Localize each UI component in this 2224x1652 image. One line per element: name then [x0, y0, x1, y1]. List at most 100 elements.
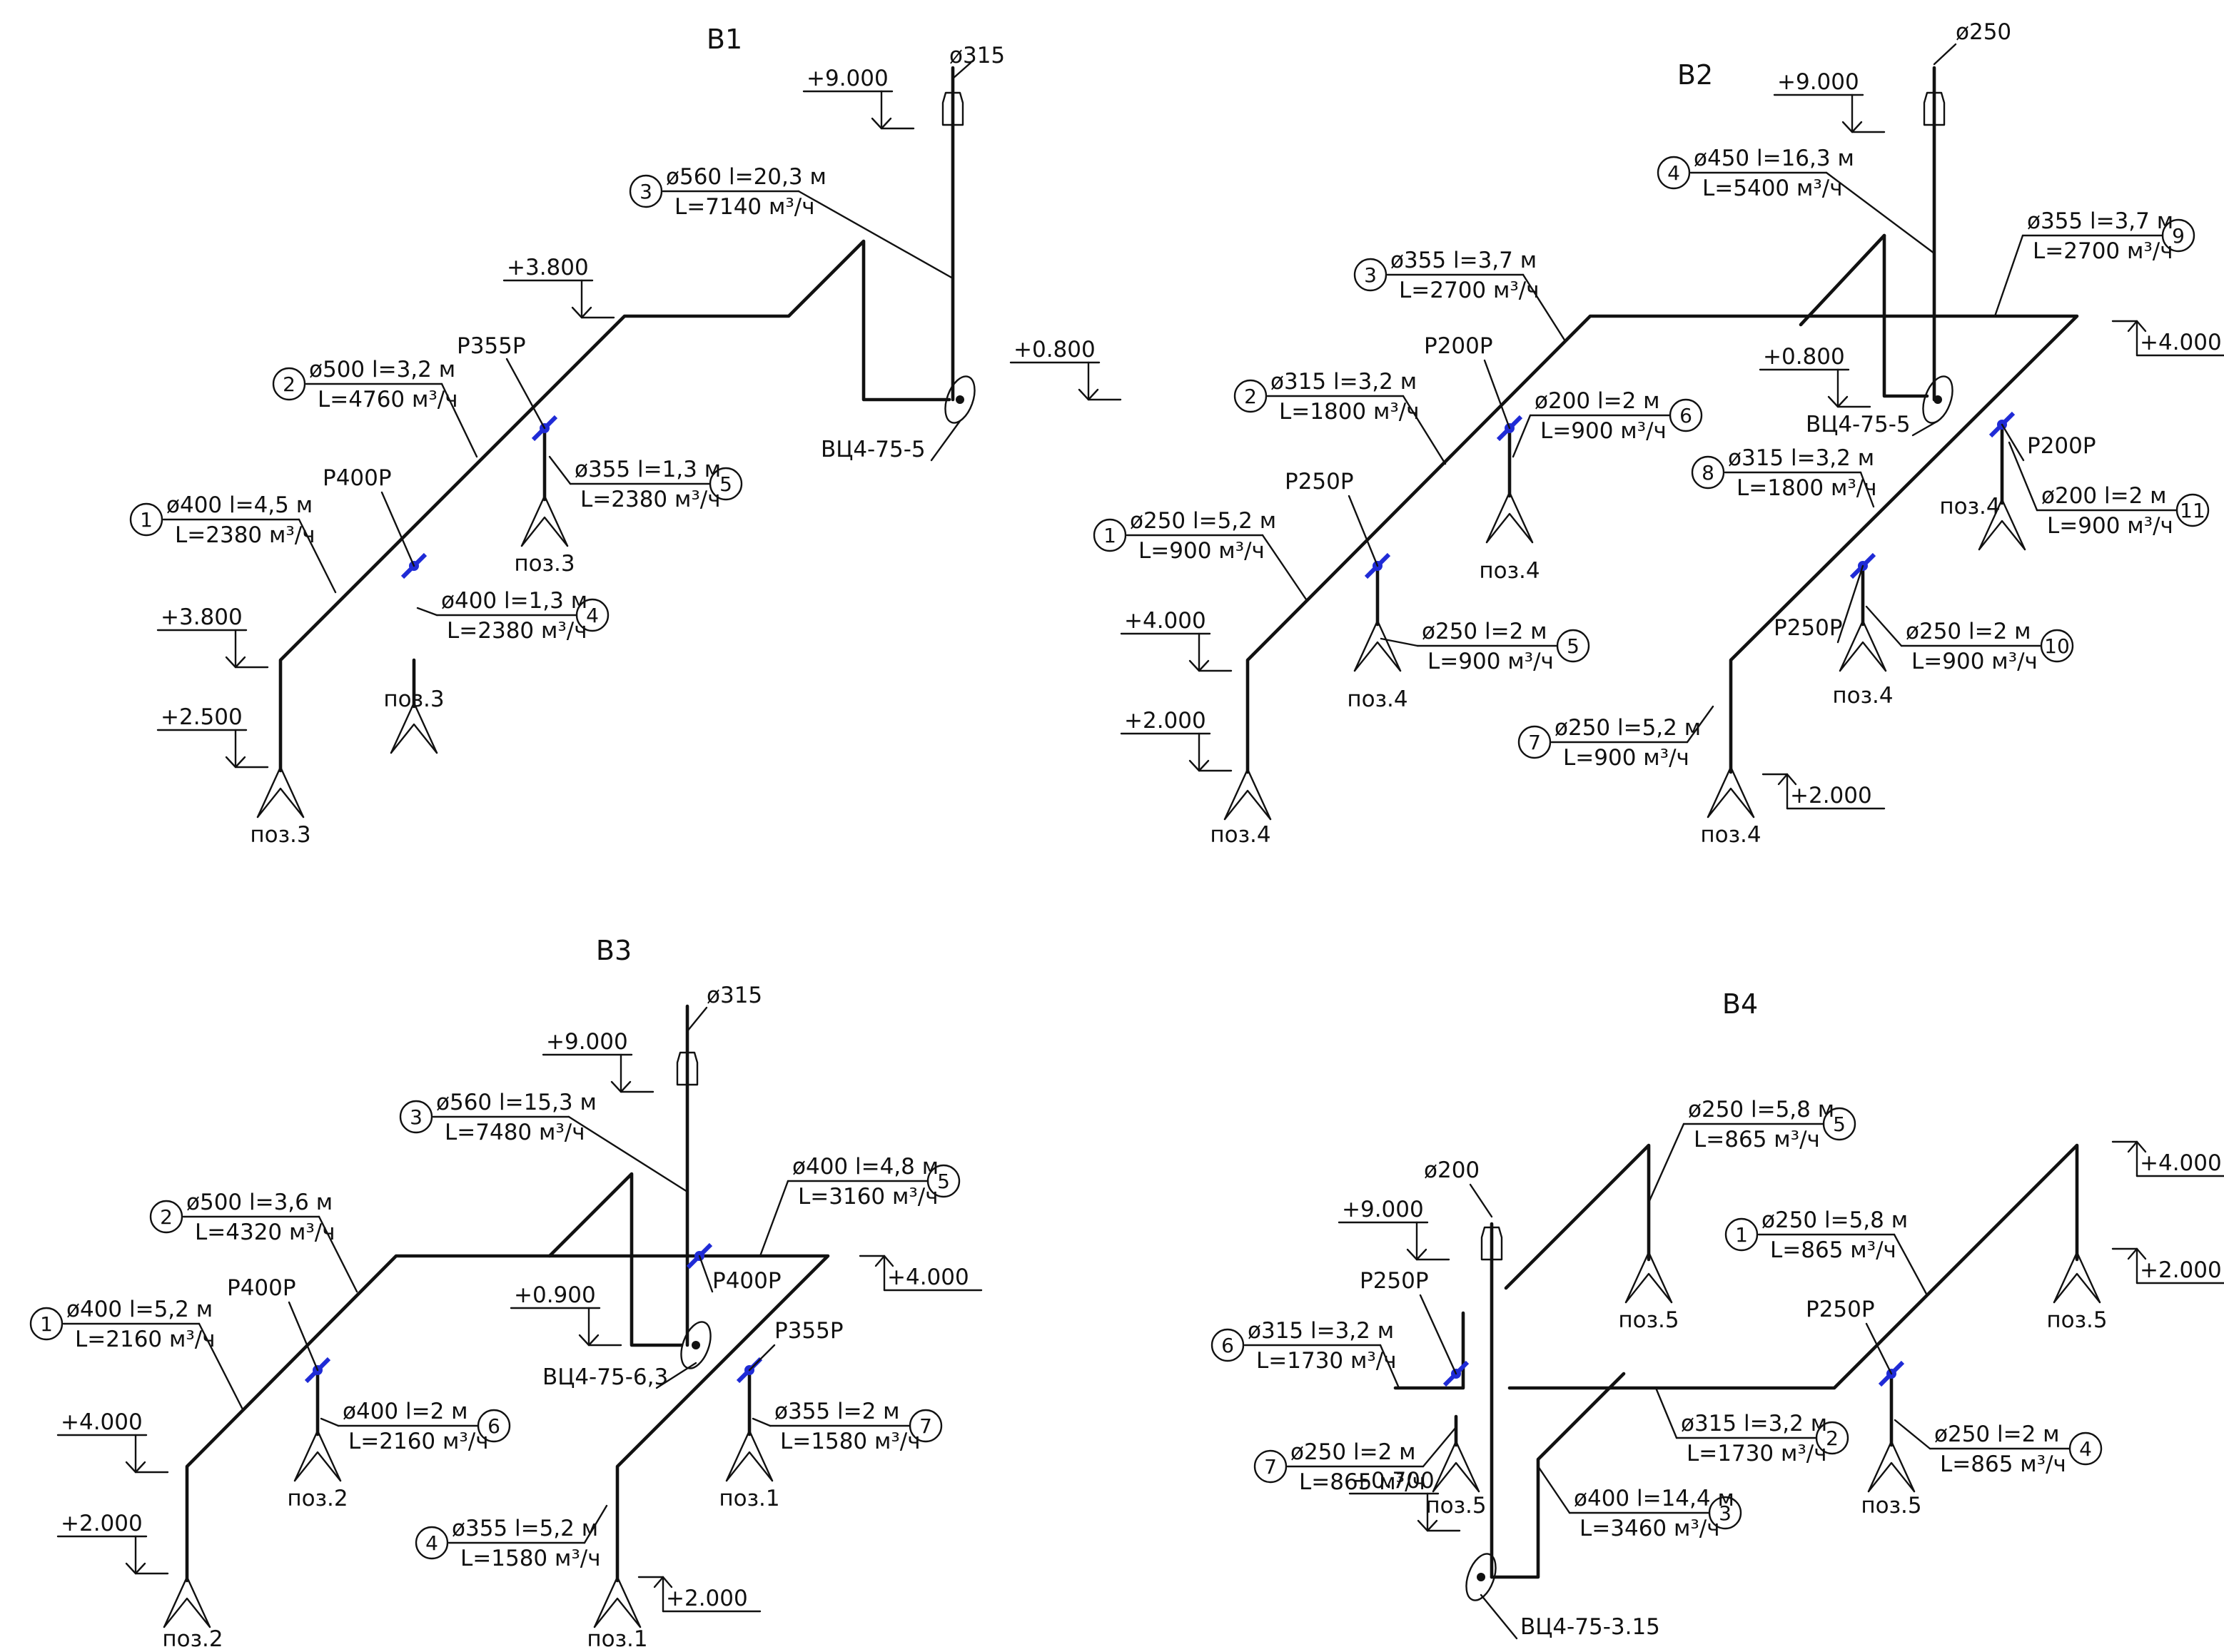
- air-flow-label: L=3460 м³/ч: [1579, 1516, 1720, 1541]
- air-flow-label: L=1730 м³/ч: [1687, 1441, 1827, 1466]
- leader-line: [1933, 43, 1957, 66]
- fan-icon: [944, 375, 976, 424]
- position-ref: поз.2: [162, 1626, 223, 1652]
- outlet-grille-icon: [1978, 520, 2026, 551]
- outlet-grille-icon: [1432, 1461, 1480, 1493]
- position-number: 5: [937, 1170, 950, 1193]
- outlet-grille-icon: [1353, 641, 1402, 672]
- duct-diameter-label: ø400 l=5,2 м: [66, 1297, 213, 1322]
- leader-line: [748, 1344, 776, 1372]
- position-ref: поз.5: [1425, 1493, 1486, 1519]
- position-ref: поз.3: [250, 822, 310, 848]
- position-number: 2: [1244, 385, 1257, 408]
- damper-label: Р250Р: [1774, 615, 1843, 641]
- position-ref: поз.4: [1210, 822, 1270, 848]
- duct-diameter-label: ø450 l=16,3 м: [1694, 146, 1854, 171]
- leader-line: [686, 1006, 708, 1033]
- air-flow-label: L=865 м³/ч: [1299, 1469, 1425, 1495]
- position-circle: [1657, 156, 1691, 190]
- outlet-grille-icon: [1839, 641, 1887, 672]
- position-circle: [629, 174, 663, 208]
- leader-line: [1469, 1183, 1493, 1218]
- outlet-grille-icon: [390, 723, 438, 754]
- position-circle: [926, 1164, 961, 1198]
- air-flow-label: L=4760 м³/ч: [318, 387, 458, 412]
- exhaust-cap-icon: [676, 1051, 699, 1086]
- air-flow-label: L=5400 м³/ч: [1702, 176, 1843, 201]
- outlet-grille-icon: [520, 516, 569, 547]
- elevation-mark: +9.000: [1342, 1197, 1424, 1222]
- elevation-mark: +9.000: [807, 66, 889, 91]
- position-ref: поз.5: [1861, 1493, 1921, 1519]
- elevation-mark: +2.000: [666, 1586, 748, 1611]
- damper-label: Р355Р: [457, 333, 526, 359]
- duct-diameter-label: ø200 l=2 м: [1535, 388, 1660, 414]
- leader-line: [752, 1417, 772, 1427]
- air-flow-label: L=1580 м³/ч: [460, 1546, 601, 1571]
- duct-diameter-label: ø355 l=2 м: [774, 1399, 900, 1424]
- exhaust-cap-icon: [1480, 1226, 1503, 1261]
- position-ref: поз.4: [1700, 822, 1761, 848]
- position-circle: [2068, 1431, 2103, 1466]
- leader-line: [440, 382, 478, 458]
- air-flow-label: L=1800 м³/ч: [1737, 475, 1877, 501]
- leader-line: [567, 1115, 689, 1193]
- duct-segment: [1507, 1143, 2079, 1390]
- elevation-mark: +0.900: [514, 1282, 596, 1308]
- outlet-grille-icon: [256, 787, 305, 819]
- main-duct: [1490, 1372, 1626, 1579]
- elevation-mark: +9.000: [1777, 69, 1859, 95]
- elevation-mark: +9.000: [546, 1029, 628, 1055]
- outlet-grille-icon: [256, 766, 305, 819]
- position-number: 2: [283, 373, 295, 396]
- elevation-mark: +4.000: [1124, 608, 1206, 634]
- duct-segment: [547, 1172, 684, 1347]
- elevation-mark: +2.000: [61, 1511, 143, 1536]
- leader-line: [1859, 471, 1875, 508]
- position-ref: поз.4: [1832, 683, 1893, 709]
- leader-line: [2001, 423, 2025, 462]
- leader-line: [1865, 605, 1903, 647]
- duct-diameter-label: ø250 l=5,8 м: [1688, 1097, 1834, 1123]
- outlet-grille-icon: [1707, 766, 1755, 819]
- leader-line: [1686, 705, 1714, 744]
- duct-lines: [29, 43, 2224, 1640]
- main-duct: [278, 239, 951, 773]
- leader-line: [1422, 1426, 1457, 1468]
- air-flow-label: L=2380 м³/ч: [580, 487, 721, 512]
- leader-line: [1348, 495, 1379, 567]
- outlet-grille-icon: [520, 495, 569, 547]
- position-ref: поз.3: [514, 551, 575, 577]
- elevation-mark: +4.000: [2140, 330, 2222, 355]
- leader-line: [416, 607, 438, 617]
- air-flow-label: L=2380 м³/ч: [447, 618, 587, 644]
- position-ref: поз.4: [1479, 558, 1540, 584]
- damper-label: Р400Р: [323, 465, 392, 491]
- position-ref: поз.2: [287, 1486, 348, 1511]
- outlet-grille-icon: [2053, 1272, 2101, 1304]
- position-circle: [477, 1409, 511, 1443]
- outlet-grille-icon: [1223, 768, 1272, 821]
- air-flow-label: L=900 м³/ч: [1540, 418, 1667, 444]
- position-ref: поз.3: [383, 686, 444, 712]
- outlet-grille-icon: [163, 1597, 211, 1628]
- outlet-grille-icon: [390, 701, 438, 754]
- leader-line: [951, 61, 972, 80]
- damper-label: Р250Р: [1285, 469, 1354, 495]
- fan-hub: [1477, 1573, 1485, 1581]
- position-number: 7: [1528, 731, 1541, 754]
- duct-segment: [1393, 1311, 1465, 1390]
- main-duct: [185, 1254, 830, 1583]
- duct-diameter-label: ø400 l=4,5 м: [166, 492, 313, 518]
- position-circle: [1556, 629, 1590, 663]
- elevation-mark: +0.800: [1014, 337, 1096, 363]
- duct-diameter-label: ø315 l=3,2 м: [1270, 369, 1417, 395]
- position-circle: [29, 1307, 64, 1341]
- position-number: 8: [1702, 461, 1714, 485]
- riser-diameter: ø200: [1424, 1157, 1480, 1183]
- outlet-grille-icon: [1867, 1461, 1916, 1493]
- elevation-mark: +4.000: [887, 1265, 969, 1290]
- position-circle: [1233, 379, 1268, 413]
